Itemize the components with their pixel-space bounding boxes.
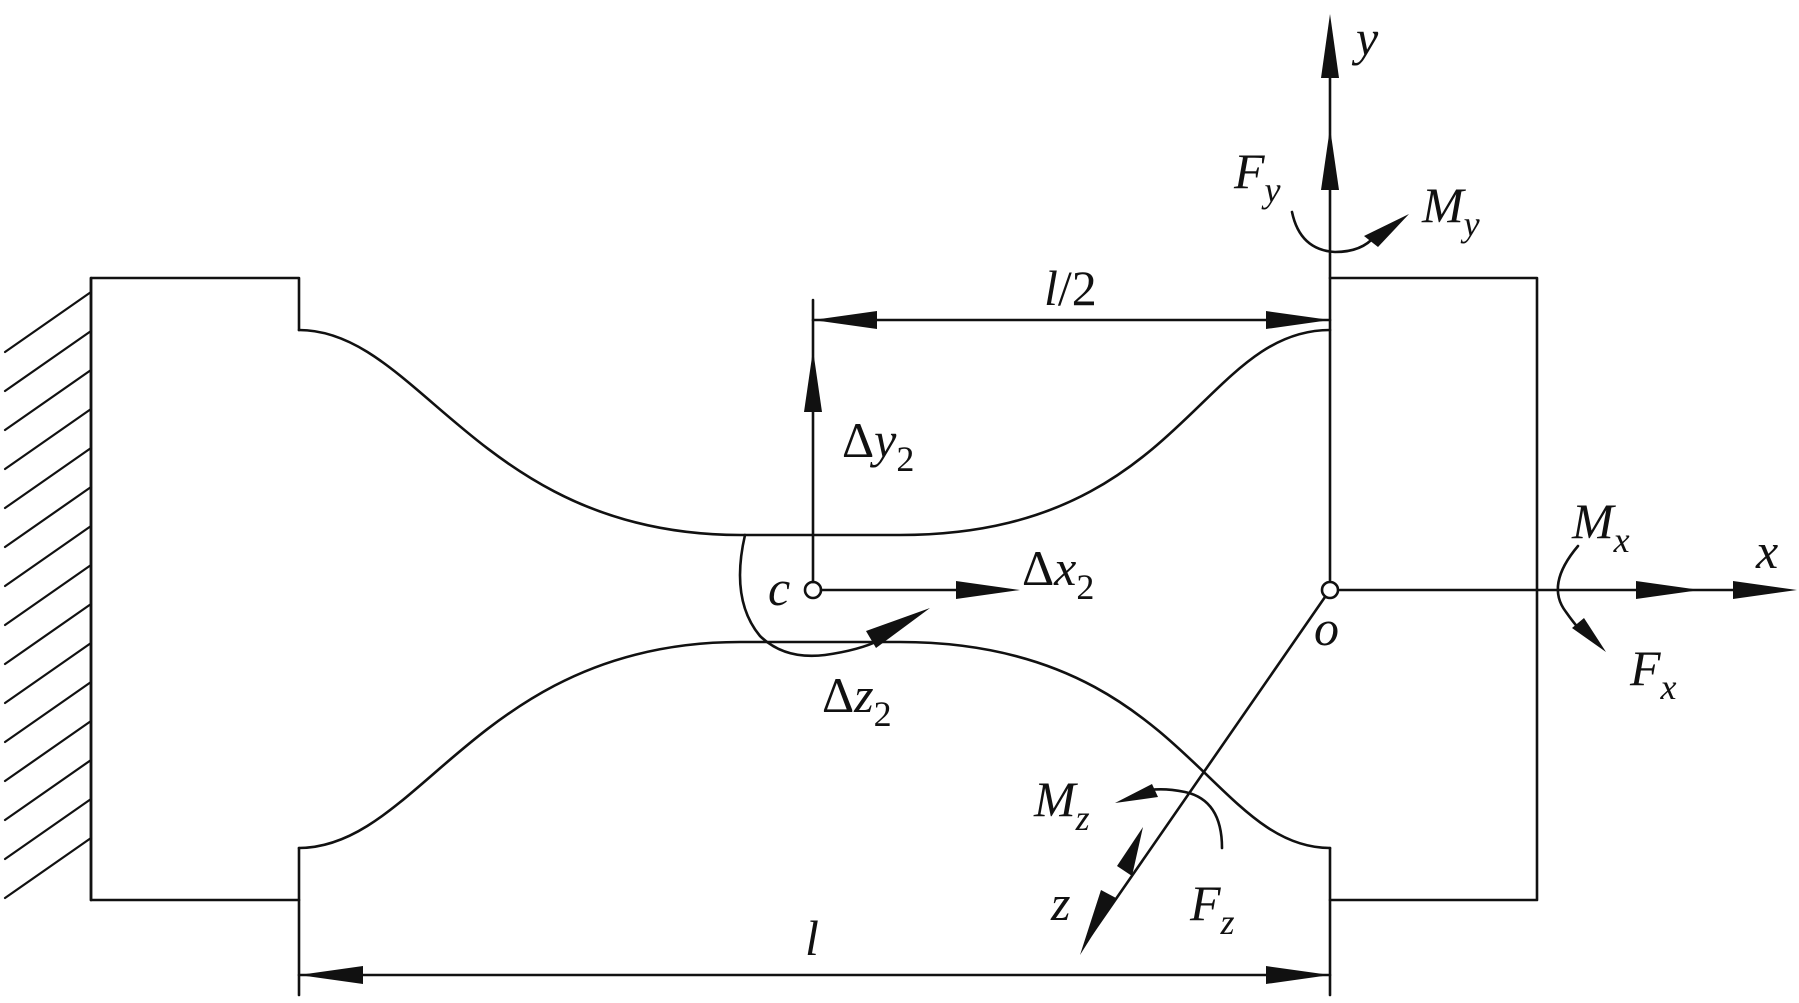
origin-point-o: o [1314,580,1340,656]
force-Fx-label: Fx [1629,640,1677,707]
z-axis-label: z [1050,875,1070,931]
center-label-c: c [768,560,790,616]
y-axis-label: y [1351,10,1379,66]
dimension-half-length: l/2 [811,260,1332,329]
fixed-support-wall [3,276,93,902]
moment-My-label: My [1421,177,1480,244]
right-block [1328,276,1539,902]
force-Fy-label: Fy [1233,143,1281,210]
moment-My-arrow: My [1290,177,1480,254]
wall-hatching [3,290,93,900]
moment-Mx-arrow: Mx Fx [1556,493,1677,707]
moment-Mx-label: Mx [1571,493,1630,560]
delta-x2-label: Δx2 [1022,540,1094,607]
moment-Mz-arrow: Mz Fz [1033,771,1235,942]
moment-Mz-label: Mz [1033,771,1090,838]
force-Fy-arrow: Fy [1233,128,1339,210]
delta-y2-label: Δy2 [842,412,914,479]
delta-z2-label: Δz2 [822,667,892,734]
dimension-half-length-label: l/2 [1044,260,1097,316]
delta-y2-arrow: Δy2 [804,298,914,584]
z-axis: z [1050,595,1327,955]
lower-notch-profile [297,640,1332,850]
left-block [89,276,301,902]
dimension-length-label: l [805,910,819,966]
upper-notch-profile [297,328,1332,537]
delta-z2-rotation-arrow: Δz2 [738,533,930,734]
force-Fz-label: Fz [1189,875,1235,942]
center-point-c: c [768,560,823,616]
y-axis: y [1321,10,1379,582]
x-axis: x [1338,523,1797,599]
x-axis-label: x [1755,523,1778,579]
delta-x2-arrow: Δx2 [819,540,1094,607]
origin-label-o: o [1314,600,1339,656]
dimension-length: l [297,898,1332,997]
